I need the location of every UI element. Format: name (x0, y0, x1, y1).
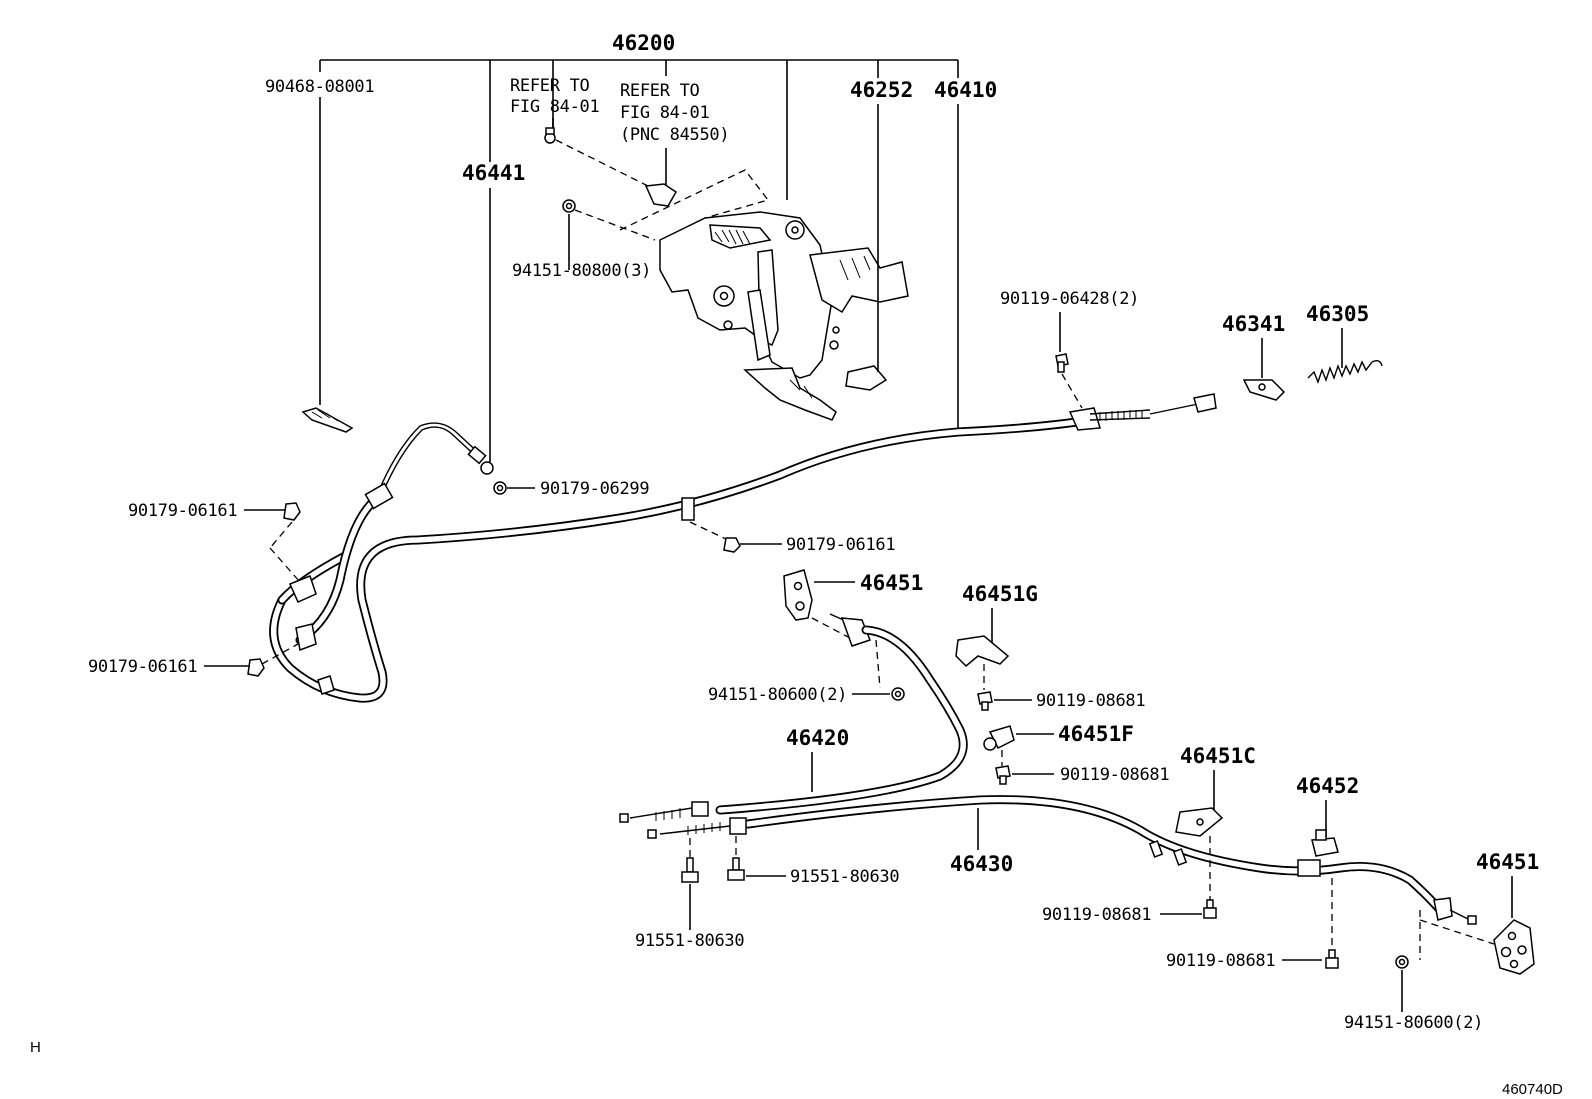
label-90119-08681-a: 90119-08681 (1036, 691, 1145, 711)
label-94151-80600-b: 94151-80600(2) (1344, 1013, 1483, 1033)
label-46252: 46252 (850, 78, 913, 102)
label-46305: 46305 (1306, 302, 1369, 326)
label-91551-80630-a: 91551-80630 (635, 931, 744, 951)
clip-46452 (1311, 829, 1339, 857)
rear-cable-46430 (647, 795, 1477, 925)
spring-46305 (1307, 359, 1383, 385)
svg-text:(PNC 84550): (PNC 84550) (620, 125, 729, 145)
nut-90179-06161-b (723, 537, 741, 553)
label-90119-06428: 90119-06428(2) (1000, 289, 1139, 309)
label-46451F: 46451F (1058, 722, 1134, 746)
bracket-46451-b (1493, 919, 1535, 975)
label-46430: 46430 (950, 852, 1013, 876)
label-90468-08001: 90468-08001 (265, 77, 374, 97)
label-46451-b: 46451 (1476, 850, 1539, 874)
svg-text:REFER TO: REFER TO (510, 76, 590, 96)
clip-46451F (983, 725, 1015, 751)
bolt-90119-08681-d (1325, 949, 1339, 969)
bracket-46451-a (783, 569, 813, 621)
nut-90179-06161-c (247, 658, 265, 677)
bolt-90119-06428 (1055, 353, 1069, 373)
parking-brake-lever-assembly (619, 169, 909, 421)
rear-cable-46420 (619, 613, 968, 823)
label-46451-a: 46451 (860, 571, 923, 595)
label-91551-80630-b: 91551-80630 (790, 867, 899, 887)
refer-clip-part (644, 183, 677, 207)
bracket-46341 (1242, 379, 1286, 401)
bolt-90119-08681-a (977, 691, 993, 711)
label-46410: 46410 (934, 78, 997, 102)
bolt-91551-80630-b (727, 857, 745, 881)
nut-94151-80800 (562, 199, 576, 213)
bolt-91551-80630-a (681, 857, 699, 883)
bolt-refer-84-01 (544, 127, 556, 144)
refer-note-2: REFER TO FIG 84-01 (PNC 84550) (620, 81, 730, 145)
label-90179-06161-c: 90179-06161 (88, 657, 197, 677)
svg-text:FIG 84-01: FIG 84-01 (510, 97, 599, 117)
assembly-bracket-46200: 46200 (319, 31, 959, 200)
nut-90179-06299 (480, 461, 507, 495)
label-94151-80800: 94151-80800(3) (512, 261, 651, 281)
label-90119-08681-b: 90119-08681 (1060, 765, 1169, 785)
refer-note-1: REFER TO FIG 84-01 (510, 76, 600, 117)
nut-94151-80600-a (891, 687, 905, 701)
label-46420: 46420 (786, 726, 849, 750)
label-90119-08681-d: 90119-08681 (1166, 951, 1275, 971)
bracket-46451C (1175, 807, 1224, 837)
label-90119-08681-c: 90119-08681 (1042, 905, 1151, 925)
bracket-46451G (955, 635, 1010, 668)
svg-text:REFER TO: REFER TO (620, 81, 700, 101)
assembly-number: 46200 (612, 31, 675, 55)
label-46451C: 46451C (1180, 744, 1256, 768)
label-46341: 46341 (1222, 312, 1285, 336)
corner-mark: H (30, 1039, 41, 1056)
diagram-code: 460740D (1502, 1081, 1563, 1098)
front-cable-46410 (269, 393, 1217, 703)
label-46452: 46452 (1296, 774, 1359, 798)
label-94151-80600-a: 94151-80600(2) (708, 685, 847, 705)
nut-94151-80600-b (1395, 955, 1409, 969)
label-90179-06161-b: 90179-06161 (786, 535, 895, 555)
nut-90179-06161-a (283, 502, 301, 521)
svg-text:FIG 84-01: FIG 84-01 (620, 103, 709, 123)
label-46451G: 46451G (962, 582, 1038, 606)
bolt-90119-08681-b (995, 765, 1011, 785)
bolt-90119-08681-c (1203, 899, 1217, 919)
clip-90468-08001 (301, 407, 354, 433)
label-90179-06299: 90179-06299 (540, 479, 649, 499)
label-46441: 46441 (462, 161, 525, 185)
label-90179-06161-a: 90179-06161 (128, 501, 237, 521)
